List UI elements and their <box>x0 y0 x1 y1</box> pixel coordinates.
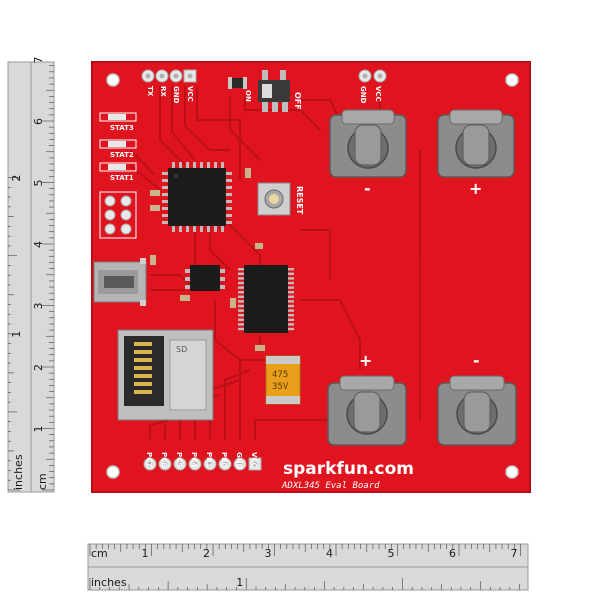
mini-usb-connector <box>93 258 147 306</box>
micro-sd-socket: SD <box>117 329 214 421</box>
power-header: GND VCC <box>358 69 387 104</box>
battery-top-right-plus: + <box>469 179 482 198</box>
horizontal-ruler-cm-number: 5 <box>388 547 395 560</box>
power-header-vcc: VCC <box>374 86 382 102</box>
brand-logo-text: sparkfun.com <box>283 459 414 479</box>
reset-button: RESET <box>257 182 304 216</box>
bottom-header-pin-label: PC7 <box>145 452 153 467</box>
battery-bottom-left-plus: + <box>359 351 372 370</box>
regulator-chip <box>185 265 225 291</box>
icsp-header <box>99 191 137 239</box>
board-name: ADXL345 Eval Board <box>281 481 380 491</box>
battery-holder-top-right <box>437 109 515 178</box>
capacitor-value: 475 <box>272 370 288 380</box>
diode: ON <box>228 77 252 102</box>
bottom-header-pin-label: PC6 <box>160 452 168 467</box>
horizontal-ruler-cm-number: 1 <box>142 547 149 560</box>
battery-top-left-minus: - <box>364 179 371 198</box>
horizontal-ruler-cm-number: 7 <box>511 547 518 560</box>
tantalum-capacitor: 475 35V <box>265 355 301 405</box>
vertical-ruler-inch-number: 2 <box>10 175 23 182</box>
battery-holder-bottom-right <box>437 375 517 446</box>
battery-holder-top-left <box>329 109 407 178</box>
switch-on-label: ON <box>244 90 252 102</box>
micro-sd-label: SD <box>176 345 187 354</box>
switch-off-label: OFF <box>293 92 302 110</box>
vertical-ruler-cm-number: 3 <box>32 303 45 310</box>
horizontal-ruler-cm-number: 3 <box>265 547 272 560</box>
vertical-ruler-cm-number: 5 <box>32 180 45 187</box>
horizontal-ruler-cm-number: 2 <box>203 547 210 560</box>
bottom-header-pin-label: PC4 <box>190 452 198 467</box>
horizontal-ruler-cm-label: cm <box>91 547 108 560</box>
bottom-header-pin-label: PB1 <box>205 452 213 467</box>
header-label-gnd: GND <box>172 86 180 104</box>
horizontal-ruler-cm-number: 6 <box>449 547 456 560</box>
power-header-gnd: GND <box>359 86 367 104</box>
mounting-holes <box>106 73 519 479</box>
usb-interface-chip <box>238 265 294 333</box>
bottom-header-pin-label: VCC <box>250 452 258 468</box>
vertical-ruler-cm-number: 2 <box>32 364 45 371</box>
horizontal-ruler-inches-label: inches <box>91 576 127 589</box>
led-label-stat1: STAT1 <box>110 174 134 182</box>
vertical-ruler-cm-number: 4 <box>32 241 45 248</box>
header-label-tx: TX <box>146 86 154 97</box>
vertical-ruler-cm-number: 7 <box>32 57 45 64</box>
bottom-io-header: PC7 PC6 PC5 PC4 PB1 PB0 GND VCC <box>143 452 262 471</box>
microcontroller-chip <box>162 162 232 232</box>
bottom-header-pin-label: PB0 <box>220 452 228 467</box>
vertical-ruler-cm-number: 1 <box>32 426 45 433</box>
header-label-vcc: VCC <box>186 86 194 102</box>
serial-header: TX RX GND VCC <box>141 69 197 104</box>
battery-holder-bottom-left <box>327 375 407 446</box>
bottom-header-pin-label: GND <box>235 452 243 470</box>
pcb-board: TX RX GND VCC ON OFF GND V <box>91 61 531 493</box>
vertical-ruler-cm-label: cm <box>36 473 49 490</box>
reset-label: RESET <box>295 186 304 215</box>
vertical-ruler-cm-number: 6 <box>32 118 45 125</box>
vertical-ruler-inches-label: inches <box>12 454 25 490</box>
bottom-header-pin-label: PC5 <box>175 452 183 467</box>
header-label-rx: RX <box>159 86 167 97</box>
passive-components <box>150 168 265 351</box>
capacitor-voltage: 35V <box>272 382 289 392</box>
horizontal-ruler: 1 2 3 4 5 6 7 1 cm inches <box>87 543 529 591</box>
power-switch: OFF <box>258 70 302 112</box>
status-leds: STAT3 STAT2 STAT1 <box>99 112 137 182</box>
vertical-ruler: 1 2 3 4 5 6 7 1 2 inches cm <box>7 57 55 493</box>
led-label-stat2: STAT2 <box>110 151 134 159</box>
battery-bottom-right-minus: - <box>473 351 480 370</box>
vertical-ruler-inch-number: 1 <box>10 331 23 338</box>
horizontal-ruler-inch-number: 1 <box>236 576 243 589</box>
led-label-stat3: STAT3 <box>110 124 134 132</box>
horizontal-ruler-cm-number: 4 <box>326 547 333 560</box>
